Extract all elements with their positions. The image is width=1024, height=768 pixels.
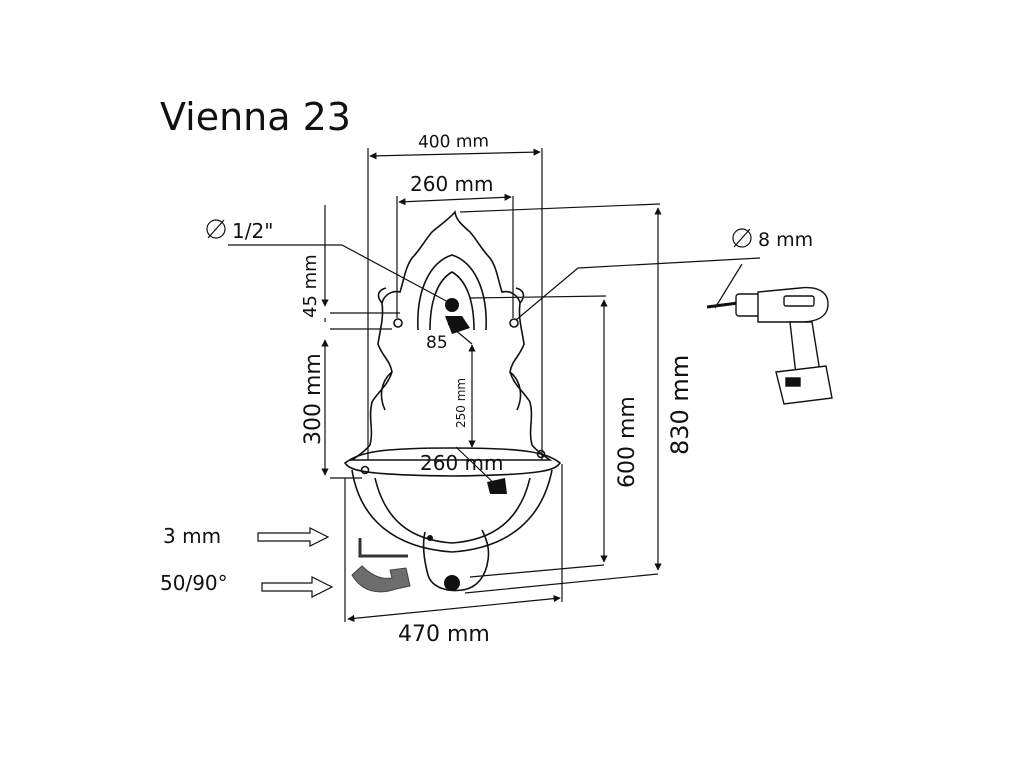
cordless-drill-icon (706, 286, 833, 405)
accessories: 3 mm 50/90° (160, 524, 411, 598)
label-elbow: 50/90° (160, 571, 228, 595)
label-allen-key: 3 mm (163, 524, 221, 548)
arrow-right-icon (257, 527, 330, 547)
label-top-width: 400 mm (418, 131, 489, 152)
label-mount-width: 260 mm (410, 172, 494, 196)
drill-diameter-label: 8 mm (732, 228, 813, 251)
label-bottom-width: 470 mm (398, 622, 490, 647)
label-mount-height: 300 mm (301, 353, 326, 445)
drain-outlet-icon (444, 575, 460, 591)
label-tap-drop: 250 mm (454, 378, 468, 428)
diameter-icon (206, 219, 226, 239)
drawing-title: Vienna 23 (160, 95, 351, 139)
label-basin-width: 260 mm (420, 451, 504, 475)
diameter-icon (732, 228, 752, 248)
tap-spout-icon (445, 316, 470, 334)
arrow-right-icon (261, 576, 334, 598)
label-total-height: 830 mm (666, 355, 694, 455)
label-top-offset: 45 mm (300, 254, 321, 318)
allen-key-icon (358, 538, 408, 558)
fountain-outline (343, 210, 562, 592)
label-tap-angle: 85 (426, 333, 448, 353)
label-pipe-diameter: 1/2" (232, 219, 273, 243)
dimension-labels: 400 mm 260 mm 1/2" 8 mm 45 mm 300 mm 85 … (206, 131, 813, 647)
pipe-diameter-label: 1/2" (206, 219, 273, 243)
dimension-lines (228, 148, 761, 622)
tap-connection-icon (445, 298, 459, 312)
elbow-fitting-icon (351, 565, 411, 593)
label-drain-height: 600 mm (615, 396, 640, 488)
label-drill-diameter: 8 mm (758, 229, 813, 251)
